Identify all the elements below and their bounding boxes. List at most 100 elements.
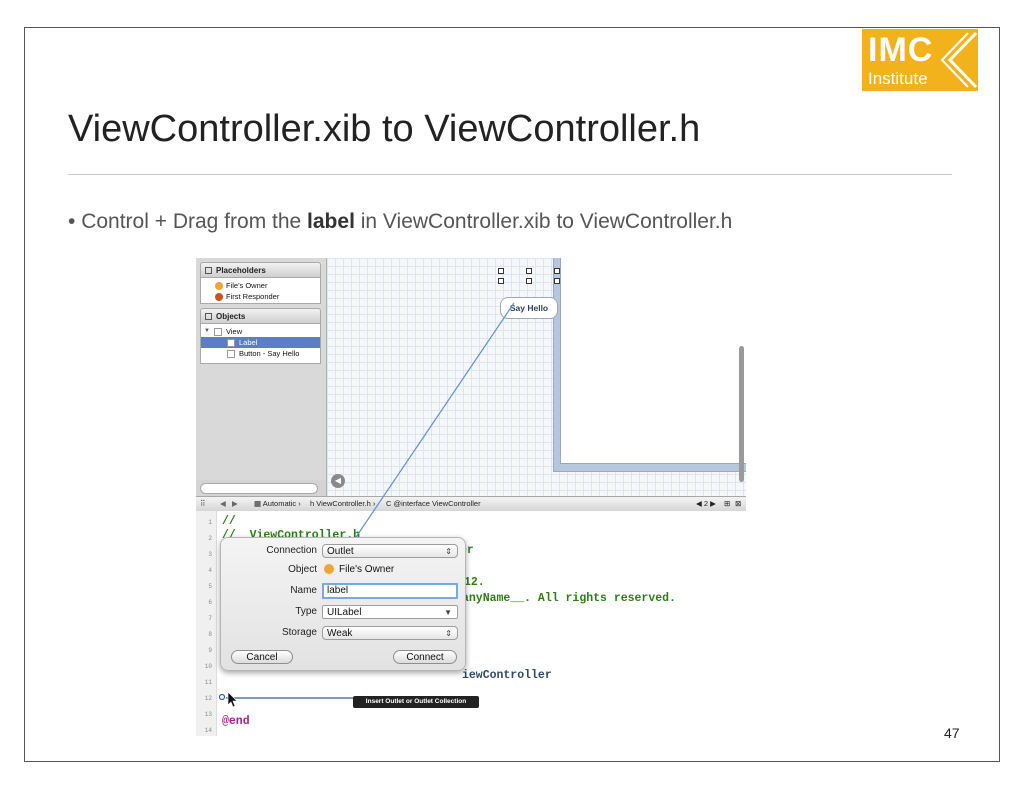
line-number: 4	[208, 567, 212, 574]
jump-bar: ⠿ ◀ ▶ ▦ Automatic › h ViewController.h ›…	[196, 496, 746, 512]
resize-handle[interactable]	[554, 268, 560, 274]
files-owner-icon	[324, 564, 334, 574]
filter-field[interactable]	[200, 483, 318, 494]
say-hello-button[interactable]: Say Hello	[500, 297, 558, 319]
code-fragment: iewController	[462, 669, 552, 682]
bullet-item: • Control + Drag from the label in ViewC…	[68, 210, 732, 234]
list-item-label: Label	[239, 338, 258, 347]
resize-handle[interactable]	[498, 268, 504, 274]
objects-header-label: Objects	[216, 312, 246, 321]
imc-logo: IMC Institute	[862, 29, 978, 91]
name-field[interactable]: label	[322, 583, 458, 599]
objects-header[interactable]: Objects	[200, 308, 321, 324]
title-divider	[68, 174, 952, 175]
code-fragment: anyName__. All rights reserved.	[462, 592, 676, 605]
line-number: 11	[204, 679, 212, 686]
jump-bar-symbol[interactable]: C @interface ViewController	[386, 499, 481, 508]
resize-handle[interactable]	[498, 278, 504, 284]
type-combo[interactable]: UILabel ▼	[322, 605, 458, 619]
storage-value: Weak	[327, 628, 353, 639]
jump-bar-automatic-label: Automatic	[262, 499, 297, 508]
counterpart-stepper[interactable]: ◀ 2 ▶	[696, 499, 716, 508]
line-gutter: 1 2 3 4 5 6 7 8 9 10 11 12 13 14	[196, 511, 217, 736]
connection-value: Outlet	[327, 546, 354, 557]
filter-bar	[196, 480, 326, 496]
slide-title: ViewController.xib to ViewController.h	[68, 108, 701, 150]
button-icon	[227, 349, 235, 358]
line-number: 8	[208, 631, 212, 638]
logo-text-imc: IMC	[868, 31, 934, 69]
bullet-text-post: in ViewController.xib to ViewController.…	[354, 210, 733, 233]
name-label: Name	[290, 585, 317, 596]
counterpart-count: 2	[703, 499, 709, 508]
type-label: Type	[295, 606, 317, 617]
logo-text-institute: Institute	[868, 69, 928, 88]
bullet-text-pre: Control + Drag from the	[81, 210, 308, 233]
view-content[interactable]	[560, 258, 746, 464]
list-item-selected[interactable]: Label	[201, 337, 320, 348]
line-number: 13	[204, 711, 212, 718]
back-icon[interactable]: ◀	[220, 499, 226, 508]
code-fragment: 12.	[464, 576, 485, 589]
connection-select[interactable]: Outlet⇕	[322, 544, 458, 558]
chevron-down-icon[interactable]: ▼	[444, 608, 452, 617]
select-arrows-icon: ⇕	[445, 629, 452, 638]
back-arrow-icon[interactable]: ◀	[331, 474, 345, 488]
line-number: 14	[204, 727, 212, 734]
line-number: 10	[204, 663, 212, 670]
logo-chevron-icon	[940, 31, 978, 89]
line-number: 9	[208, 647, 212, 654]
line-number: 12	[204, 695, 212, 702]
line-number: 3	[208, 551, 212, 558]
storage-label: Storage	[281, 627, 317, 638]
storage-select[interactable]: Weak ⇕	[322, 626, 458, 640]
list-item[interactable]: First Responder	[201, 291, 320, 302]
jump-bar-automatic[interactable]: ▦ Automatic ›	[254, 499, 301, 508]
code-line: //	[222, 515, 236, 528]
type-value: UILabel	[327, 607, 362, 618]
placeholders-header[interactable]: Placeholders	[200, 262, 321, 278]
cube-icon	[205, 313, 212, 320]
connect-button[interactable]: Connect	[393, 650, 457, 664]
document-outline: Placeholders File's Owner First Responde…	[196, 258, 327, 496]
files-owner-icon	[215, 281, 223, 290]
resize-handle[interactable]	[526, 278, 532, 284]
line-number: 1	[208, 519, 212, 526]
list-item-label: View	[226, 327, 243, 336]
add-editor-icon[interactable]: ⊞	[724, 499, 731, 508]
outlet-connection-popover: Connection Outlet⇕ Object File's Owner N…	[220, 537, 466, 671]
cancel-button[interactable]: Cancel	[231, 650, 293, 664]
insertion-point-icon	[218, 691, 238, 708]
objects-list: ▼ View Label Button - Say Hello	[200, 324, 321, 364]
list-item[interactable]: File's Owner	[201, 280, 320, 291]
line-number: 2	[208, 535, 212, 542]
close-editor-icon[interactable]: ⊠	[735, 499, 742, 508]
code-line: @end	[222, 715, 250, 728]
canvas-scrollbar[interactable]	[739, 346, 744, 482]
bullet-text-bold: label	[307, 210, 355, 233]
connection-label: Connection	[266, 545, 317, 556]
list-item-label: File's Owner	[226, 281, 268, 290]
line-number: 5	[208, 583, 212, 590]
forward-icon[interactable]: ▶	[232, 499, 238, 508]
xcode-screenshot: Placeholders File's Owner First Responde…	[196, 258, 746, 736]
jump-bar-file[interactable]: h ViewController.h ›	[310, 499, 376, 508]
disclosure-triangle-icon[interactable]: ▼	[204, 328, 210, 334]
view-frame	[553, 258, 746, 472]
list-item[interactable]: Button - Say Hello	[201, 348, 320, 359]
list-item[interactable]: ▼ View	[201, 326, 320, 337]
view-icon	[214, 327, 222, 336]
resize-handle[interactable]	[526, 268, 532, 274]
placeholders-header-label: Placeholders	[216, 266, 266, 275]
cube-icon	[205, 267, 212, 274]
placeholders-list: File's Owner First Responder	[200, 278, 321, 304]
list-item-label: Button - Say Hello	[239, 349, 300, 358]
jump-bar-file-label: ViewController.h	[316, 499, 371, 508]
grid-icon[interactable]: ⠿	[200, 499, 206, 508]
line-number: 6	[208, 599, 212, 606]
jump-bar-symbol-label: @interface ViewController	[393, 499, 481, 508]
page-number: 47	[944, 725, 960, 741]
resize-handle[interactable]	[554, 278, 560, 284]
insert-outlet-tooltip: Insert Outlet or Outlet Collection	[353, 696, 479, 708]
bullet-marker: •	[68, 210, 76, 233]
